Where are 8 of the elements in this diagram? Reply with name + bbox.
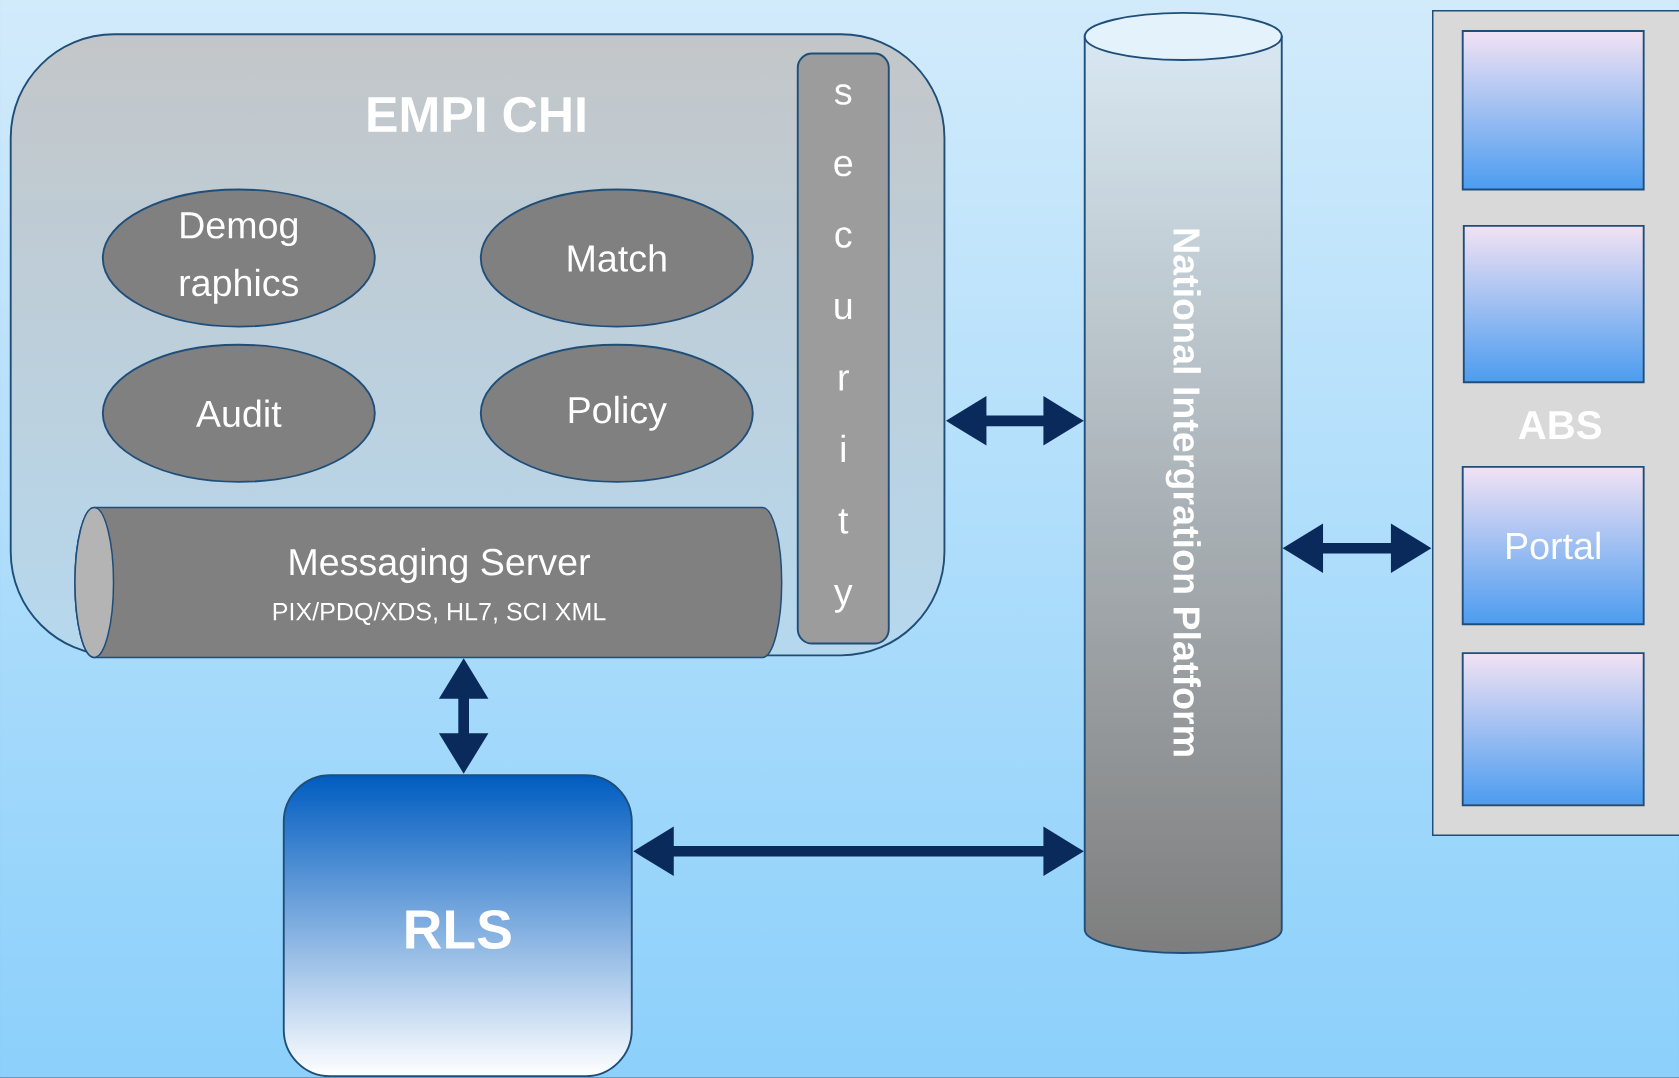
system-box	[1461, 29, 1645, 191]
system-box: Portal	[1461, 465, 1645, 626]
security-bar: s e c u r i t y	[796, 52, 890, 645]
rls-box: RLS	[282, 774, 633, 1077]
server-cylinder: Messaging Server PIX/PDQ/XDS, HL7, SCI XML	[74, 506, 783, 659]
system-box	[1462, 224, 1645, 384]
platform-cylinder: National Intergration Platform	[1083, 11, 1283, 954]
system-box	[1461, 652, 1645, 807]
